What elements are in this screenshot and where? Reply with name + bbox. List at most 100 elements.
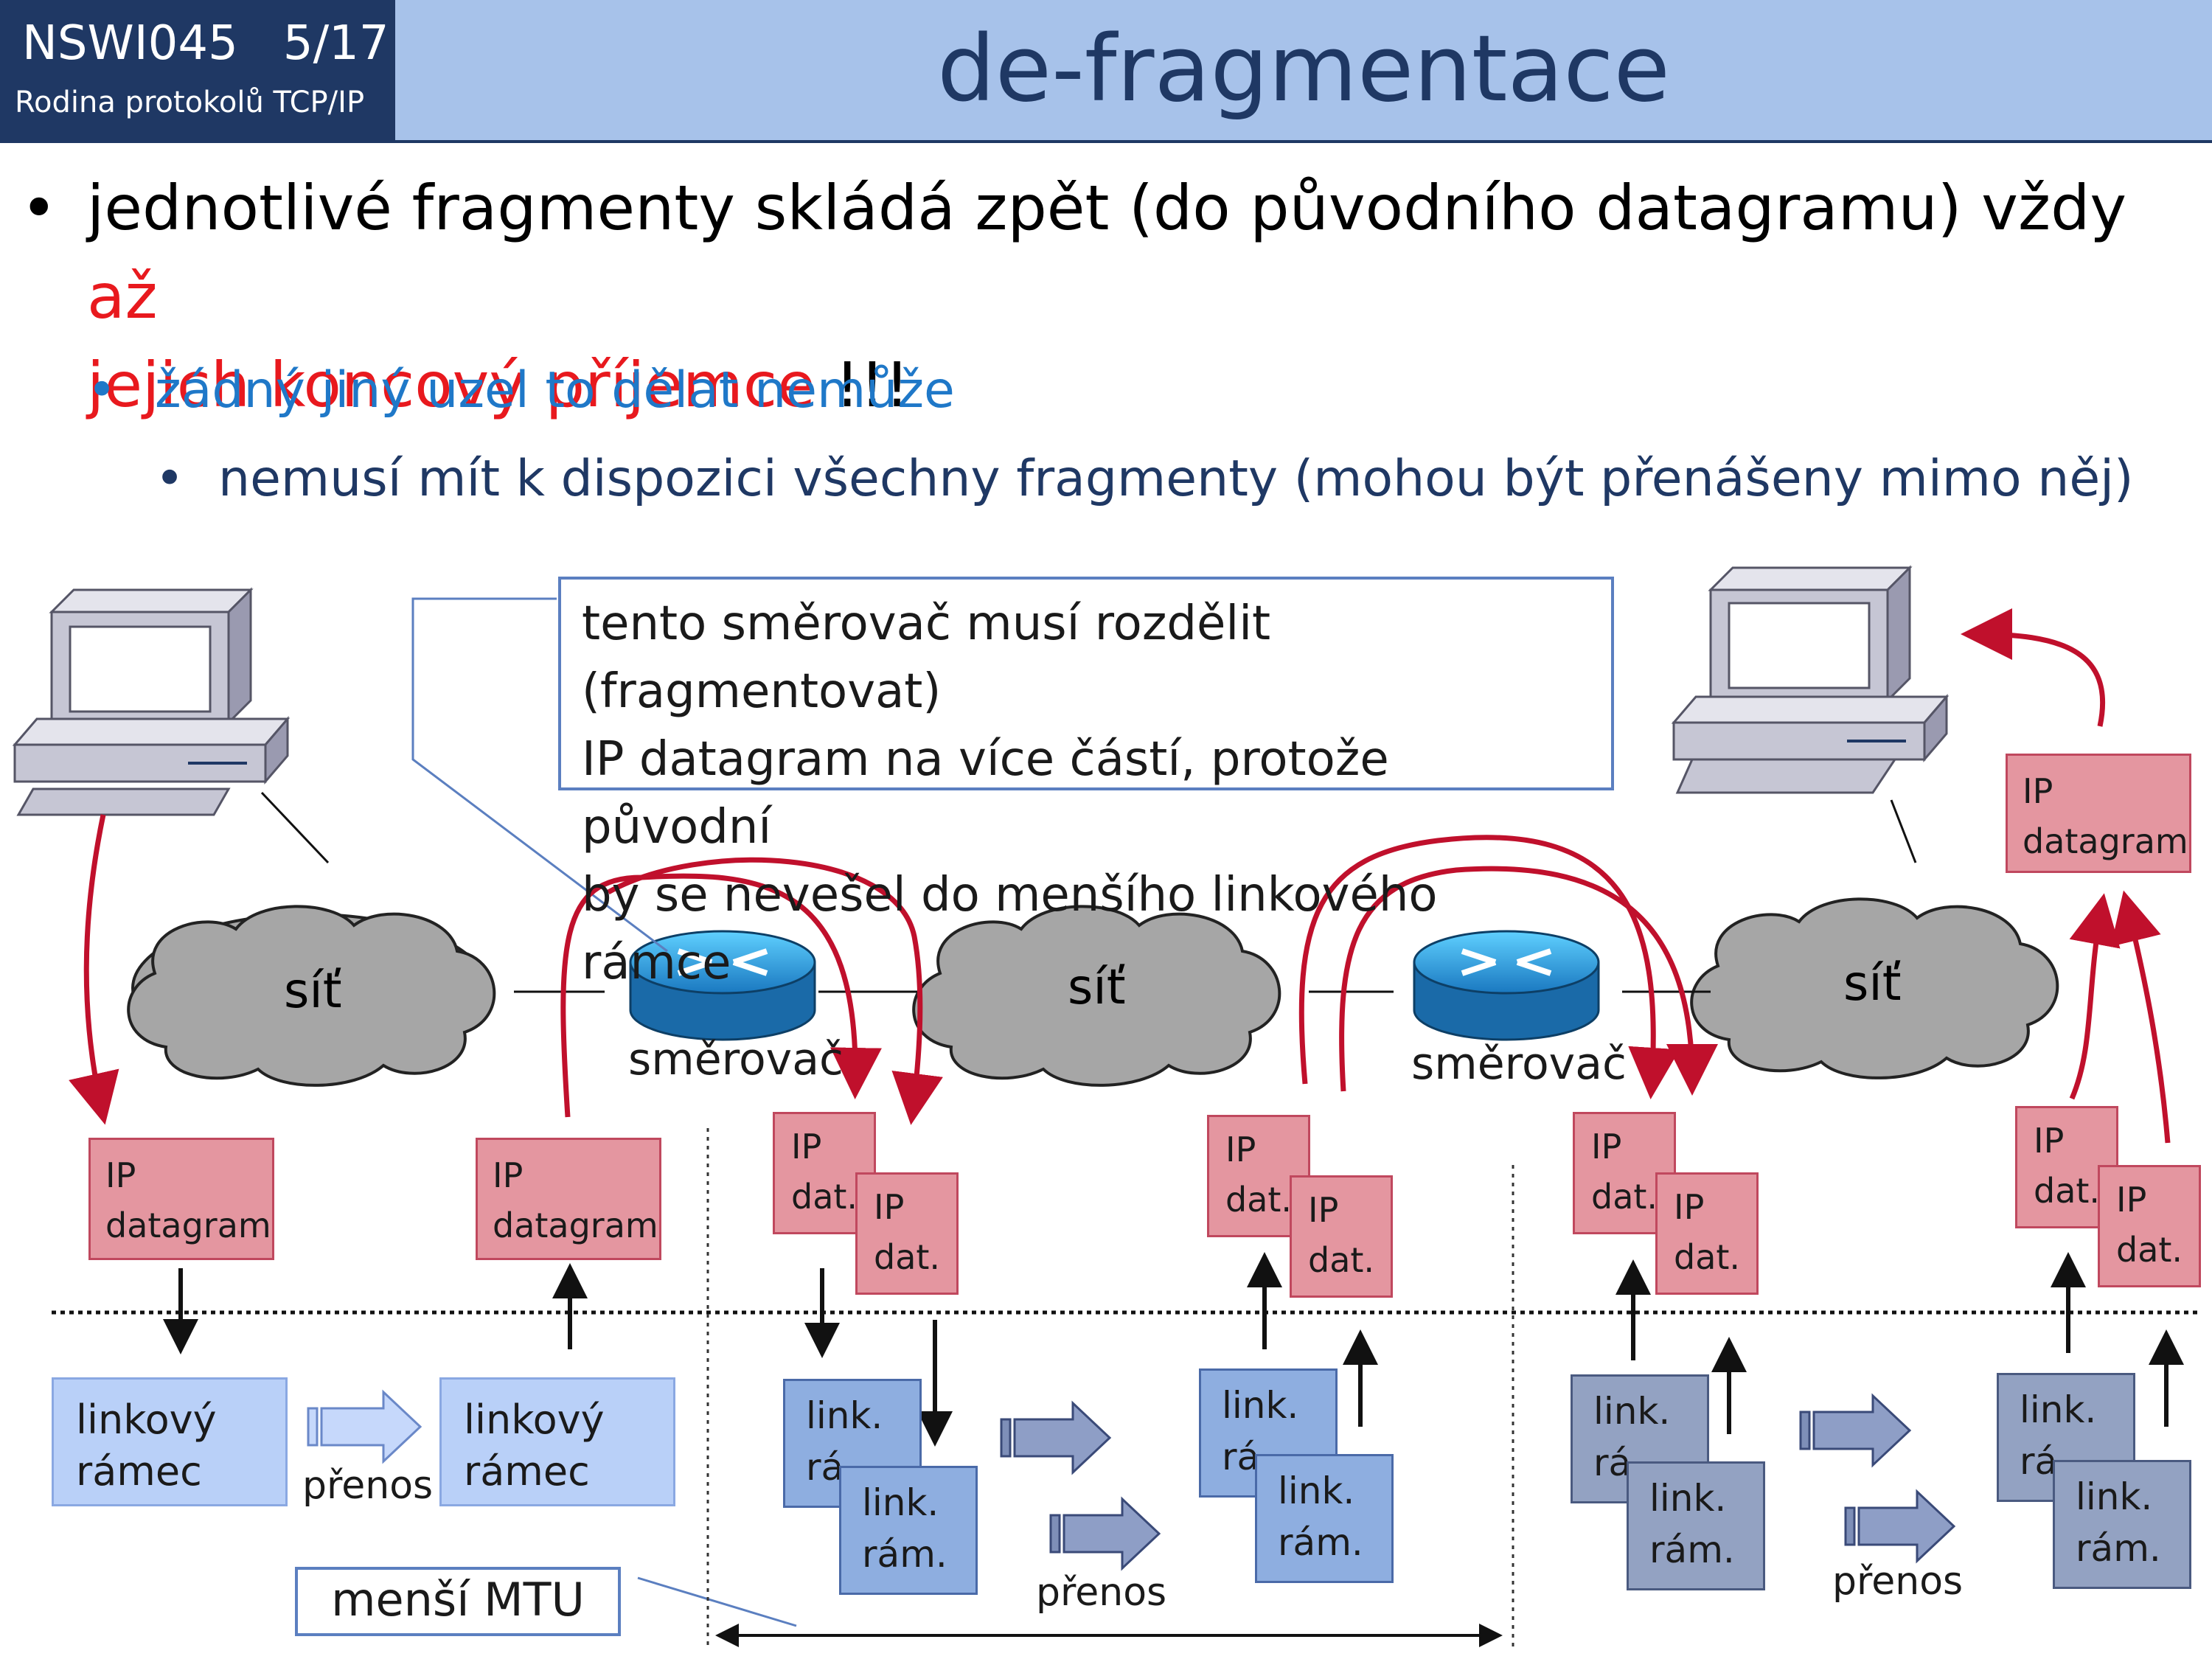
link-label: linkový — [464, 1397, 605, 1443]
dat-label: dat. — [1674, 1237, 1741, 1277]
ip-fragment-c2: IP dat. — [1655, 1172, 1759, 1295]
link-label: link. — [1593, 1390, 1671, 1433]
datagram-label: datagram — [105, 1206, 271, 1245]
frame-label: rá — [1222, 1436, 1260, 1478]
link-label: linkový — [76, 1397, 217, 1443]
transfer-arrow-5 — [1844, 1489, 1956, 1564]
ip-fragment-b1: IP dat. — [1207, 1115, 1310, 1237]
link-label: link. — [862, 1481, 939, 1524]
link-frame-b2: link. rám. — [1255, 1454, 1394, 1583]
transfer-label-1: přenos — [302, 1464, 434, 1508]
layer-arrows — [163, 1252, 2184, 1447]
ip-label: IP — [493, 1155, 524, 1195]
link-line — [1890, 799, 1917, 863]
frame-label: rá — [806, 1446, 844, 1489]
transfer-arrow-2 — [1000, 1400, 1112, 1475]
datagram-label: datagram — [493, 1206, 658, 1245]
frame-label: rám. — [862, 1533, 947, 1576]
ip-label: IP — [791, 1127, 822, 1166]
link-label: link. — [806, 1394, 883, 1437]
bullet-1-tail: !!! — [815, 349, 910, 421]
callout-box: tento směrovač musí rozdělit (fragmentov… — [558, 577, 1614, 990]
link-frame-1: linkový rámec — [52, 1377, 288, 1506]
callout-line-2: IP datagram na více částí, protože původ… — [582, 732, 1389, 855]
cloud-1-shape — [127, 905, 496, 1087]
dat-label: dat. — [1225, 1180, 1293, 1220]
callout-pointer — [411, 597, 668, 953]
dat-label: dat. — [2116, 1230, 2183, 1270]
bullet-3: nemusí mít k dispozici všechny fragmenty… — [218, 450, 2134, 508]
smaller-mtu-label: menší MTU — [295, 1567, 621, 1636]
frame-label: rámec — [76, 1448, 202, 1495]
link-label: link. — [2076, 1475, 2153, 1518]
ip-datagram-received: IP datagram — [2006, 754, 2191, 873]
ip-fragment-a2: IP dat. — [855, 1172, 959, 1295]
transfer-arrow-4 — [1799, 1393, 1912, 1468]
frame-label: rámec — [464, 1448, 590, 1495]
computer-icon-left — [12, 587, 291, 816]
course-code: NSWI045 5/17 — [22, 16, 389, 71]
bullet-2-dot: • — [87, 361, 117, 420]
frame-label: rám. — [1278, 1521, 1363, 1564]
bullet-2: žádný jiný uzel to dělat nemůže — [155, 361, 955, 420]
dat-label: dat. — [791, 1177, 858, 1217]
cloud-3-shape — [1690, 897, 2059, 1079]
router-icon-2 — [1413, 930, 1600, 1041]
ip-fragment-d2: IP dat. — [2098, 1165, 2201, 1287]
red-path-arrows — [69, 608, 2171, 1144]
ip-label: IP — [1674, 1187, 1705, 1227]
bullet-1-text: jednotlivé fragmenty skládá zpět (do pův… — [87, 172, 2127, 244]
frame-label: rám. — [2076, 1527, 2161, 1570]
dat-label: dat. — [1308, 1240, 1375, 1280]
transfer-label-2: přenos — [1036, 1571, 1167, 1615]
callout-line-3: by se nevešel do menšího linkového rámce — [582, 868, 1438, 990]
ip-label: IP — [2023, 771, 2053, 811]
ip-label: IP — [1225, 1130, 1256, 1169]
callout-line-1: tento směrovač musí rozdělit (fragmentov… — [582, 597, 1271, 719]
course-subtitle: Rodina protokolů TCP/IP — [15, 86, 365, 119]
cloud-label-1: síť — [284, 962, 342, 1019]
link-label: link. — [1278, 1470, 1355, 1512]
ip-datagram-1: IP datagram — [88, 1138, 274, 1260]
datagram-label: datagram — [2023, 821, 2188, 861]
router-icon-1 — [629, 930, 816, 1041]
ip-label: IP — [1308, 1190, 1339, 1230]
ip-label: IP — [874, 1187, 905, 1227]
link-line — [260, 791, 330, 864]
transfer-label-3: přenos — [1832, 1559, 1964, 1604]
computer-icon-right — [1671, 565, 1950, 794]
course-badge: NSWI045 5/17 Rodina protokolů TCP/IP — [0, 0, 395, 143]
ip-label: IP — [2034, 1121, 2065, 1161]
bullet-1: jednotlivé fragmenty skládá zpět (do pův… — [87, 164, 2196, 429]
bullet-3-dot: • — [155, 450, 185, 508]
link-frame-d2: link. rám. — [2053, 1460, 2191, 1589]
link-frame-a2: link. rám. — [839, 1466, 978, 1595]
transfer-arrow-1 — [307, 1389, 422, 1464]
dat-label: dat. — [874, 1237, 941, 1277]
slide-title: de-fragmentace — [937, 16, 1670, 122]
link-label: link. — [1222, 1384, 1299, 1427]
dat-label: dat. — [1591, 1177, 1658, 1217]
bullet-1-dot: • — [21, 172, 58, 244]
bullet-1-emphasis-a: až — [87, 260, 158, 333]
cloud-label-3: síť — [1843, 955, 1902, 1012]
ip-label: IP — [1591, 1127, 1622, 1166]
frame-label: rá — [1593, 1441, 1632, 1484]
link-frame-2: linkový rámec — [439, 1377, 675, 1506]
ip-label: IP — [2116, 1180, 2147, 1220]
link-label: link. — [2020, 1388, 2097, 1431]
link-label: link. — [1649, 1477, 1727, 1520]
router-label-2: směrovač — [1411, 1038, 1627, 1090]
ip-label: IP — [105, 1155, 136, 1195]
transfer-arrow-3 — [1049, 1496, 1161, 1571]
ip-datagram-2: IP datagram — [476, 1138, 661, 1260]
ip-fragment-b2: IP dat. — [1290, 1175, 1393, 1298]
mtu-pointer — [637, 1576, 797, 1627]
frame-label: rá — [2020, 1440, 2058, 1483]
cloud-2-shape — [912, 905, 1281, 1087]
frame-label: rám. — [1649, 1528, 1735, 1571]
bullet-1-emphasis-b: jejich koncový příjemce — [87, 349, 815, 421]
cloud-label-2: síť — [1068, 959, 1126, 1015]
ip-fragment-c1: IP dat. — [1573, 1112, 1676, 1234]
